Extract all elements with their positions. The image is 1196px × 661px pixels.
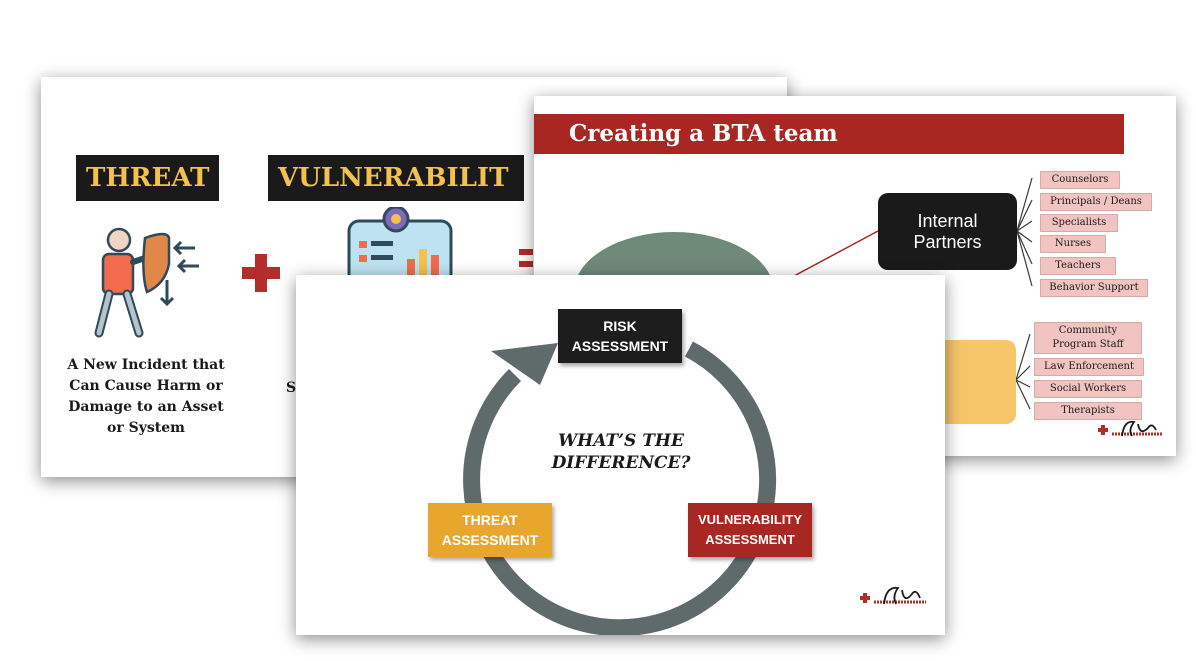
partner-connector-lines	[793, 177, 1033, 410]
person-shield-icon	[87, 218, 213, 342]
threat-label: THREAT	[76, 155, 220, 201]
internal-partners-label-line2: Partners	[913, 231, 982, 252]
internal-partner-item: Specialists	[1040, 214, 1118, 232]
external-partner-item: Community Program Staff	[1034, 322, 1142, 354]
vulnerability-label: VULNERABILIT	[268, 155, 524, 201]
bta-slide-title: Creating a BTA team	[534, 114, 1124, 154]
risk-assessment-box: RISK ASSESSMENT	[558, 309, 682, 363]
equals-icon	[519, 247, 537, 271]
center-line1: WHAT’S THE	[558, 431, 684, 451]
internal-partners-box: Internal Partners	[878, 193, 1017, 270]
company-logo	[1094, 416, 1170, 452]
internal-partners-label-line1: Internal	[917, 210, 978, 231]
risk-line2: ASSESSMENT	[571, 338, 669, 354]
threat-assessment-box: THREAT ASSESSMENT	[428, 503, 552, 557]
dashboard-report-icon	[341, 205, 461, 289]
cycle-arrow	[463, 341, 777, 635]
risk-line1: RISK	[603, 318, 637, 334]
vulnerability-assessment-box: VULNERABILITY ASSESSMENT	[688, 503, 812, 557]
vulnerability-line1: VULNERABILITY	[698, 512, 802, 527]
threat-line2: ASSESSMENT	[441, 532, 539, 548]
company-logo	[856, 580, 932, 620]
threat-line1: THREAT	[462, 512, 518, 528]
internal-partner-item: Teachers	[1040, 257, 1116, 275]
internal-partner-item: Principals / Deans	[1040, 193, 1152, 211]
vulnerability-description: S	[286, 380, 297, 396]
threat-description: A New Incident that Can Cause Harm or Da…	[67, 357, 225, 436]
external-partner-item: Therapists	[1034, 402, 1142, 420]
internal-partner-item: Behavior Support	[1040, 279, 1148, 297]
cycle-center-question: WHAT’S THE DIFFERENCE?	[526, 430, 716, 474]
external-partner-item: Law Enforcement	[1034, 358, 1144, 376]
center-line2: DIFFERENCE?	[551, 453, 691, 473]
assessment-cycle-slide: RISK ASSESSMENT WHAT’S THE DIFFERENCE? T…	[296, 275, 945, 635]
internal-partner-item: Counselors	[1040, 171, 1120, 189]
external-partner-item: Social Workers	[1034, 380, 1142, 398]
vulnerability-line2: ASSESSMENT	[705, 532, 795, 547]
internal-partner-item: Nurses	[1040, 235, 1106, 253]
plus-icon	[242, 254, 280, 292]
